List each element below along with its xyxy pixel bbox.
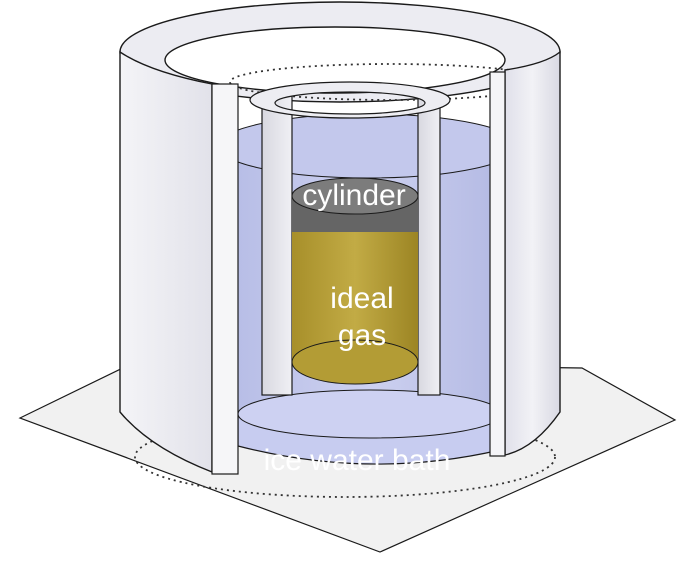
outer-wall-left bbox=[119, 50, 213, 474]
piston-top bbox=[291, 177, 419, 215]
outer-wall-right-cutface bbox=[489, 71, 506, 457]
cylinder-label: cylinder bbox=[302, 179, 405, 212]
outer-wall-right bbox=[504, 50, 561, 456]
cylinder-rim bbox=[249, 81, 451, 119]
bath-footprint-dotted bbox=[134, 416, 556, 498]
gas-bottom-edge bbox=[291, 339, 419, 385]
gas-bottom bbox=[292, 340, 418, 384]
cylinder-wall-left bbox=[261, 94, 293, 396]
bath-floor-top bbox=[237, 389, 503, 439]
gas-label-line1: ideal bbox=[330, 282, 393, 315]
gas-label-line2: gas bbox=[338, 319, 386, 352]
cylinder-wall-right bbox=[417, 94, 441, 396]
outer-wall-left-cutface bbox=[211, 83, 239, 475]
bath-label: ice water bath bbox=[264, 444, 451, 477]
